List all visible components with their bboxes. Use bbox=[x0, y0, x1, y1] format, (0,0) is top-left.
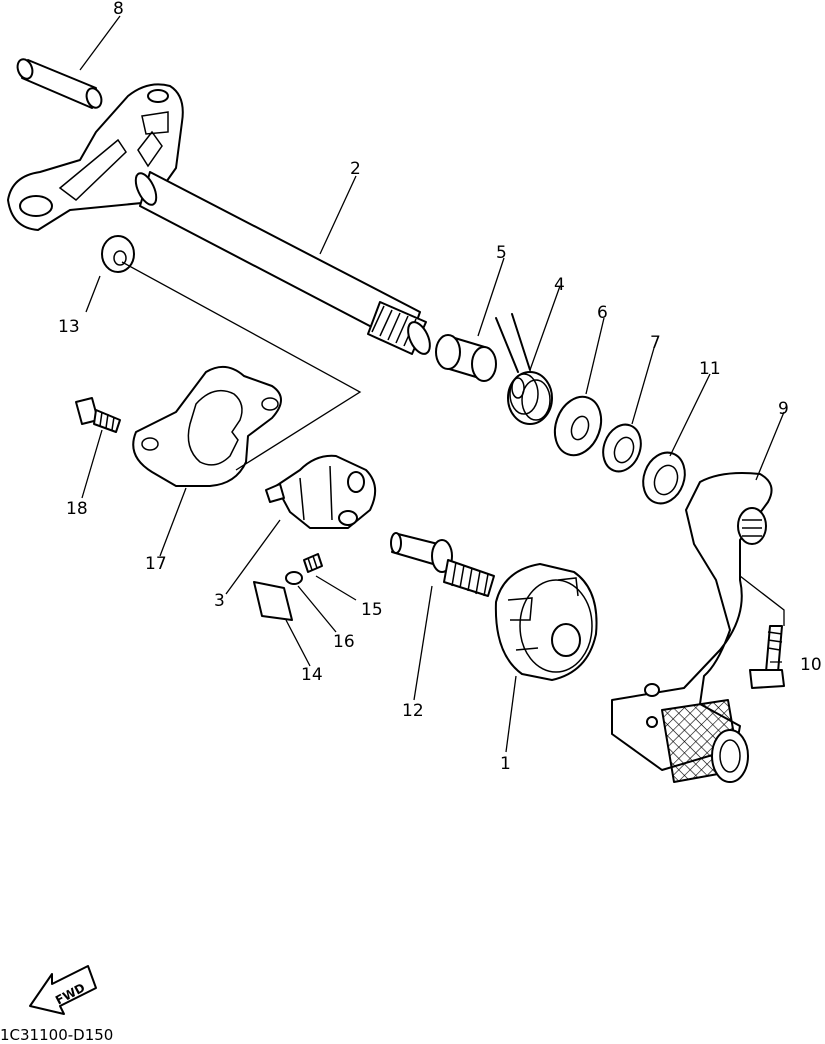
part-5-bushing bbox=[435, 334, 497, 382]
part-12-bolt bbox=[390, 532, 495, 597]
callout-6: 6 bbox=[597, 303, 608, 323]
leader-lines bbox=[79, 15, 785, 753]
callout-3: 3 bbox=[214, 591, 225, 611]
callout-14: 14 bbox=[301, 665, 323, 685]
part-4-spring bbox=[495, 313, 553, 425]
part-15-spring bbox=[303, 553, 323, 573]
callout-13: 13 bbox=[58, 317, 80, 337]
diagram-code: 1C31100-D150 bbox=[0, 1026, 114, 1044]
callout-11: 11 bbox=[699, 359, 721, 379]
callout-9: 9 bbox=[778, 399, 789, 419]
part-1-segment bbox=[494, 563, 598, 681]
part-14-stopper bbox=[253, 581, 293, 621]
part-11-bearing bbox=[642, 451, 686, 505]
callout-18: 18 bbox=[66, 499, 88, 519]
part-10-bolt bbox=[749, 625, 785, 689]
part-18-bolt bbox=[75, 397, 121, 433]
callout-1: 1 bbox=[500, 754, 511, 774]
part-6-washer bbox=[553, 395, 603, 457]
callout-10: 10 bbox=[800, 655, 822, 675]
callout-17: 17 bbox=[145, 554, 167, 574]
callout-16: 16 bbox=[333, 632, 355, 652]
assembly-reference-lines bbox=[121, 261, 785, 626]
part-2-shift-shaft bbox=[7, 83, 431, 355]
callout-4: 4 bbox=[554, 275, 565, 295]
fwd-arrow-icon: FWD bbox=[29, 965, 97, 1015]
callout-labels: 8 2 5 4 6 7 11 9 10 13 18 17 3 15 16 14 … bbox=[58, 0, 822, 774]
part-16-pin bbox=[285, 571, 303, 585]
part-13-washer bbox=[101, 235, 135, 273]
callout-7: 7 bbox=[650, 333, 661, 353]
part-17-plate bbox=[132, 365, 282, 487]
part-9-shift-pedal bbox=[611, 472, 773, 783]
callout-2: 2 bbox=[350, 159, 361, 179]
callout-5: 5 bbox=[496, 243, 507, 263]
callout-8: 8 bbox=[113, 0, 124, 19]
callout-15: 15 bbox=[361, 600, 383, 620]
part-3-shift-cam bbox=[265, 454, 377, 529]
callout-12: 12 bbox=[402, 701, 424, 721]
part-7-seal bbox=[602, 423, 642, 473]
part-8-pin bbox=[16, 58, 103, 109]
